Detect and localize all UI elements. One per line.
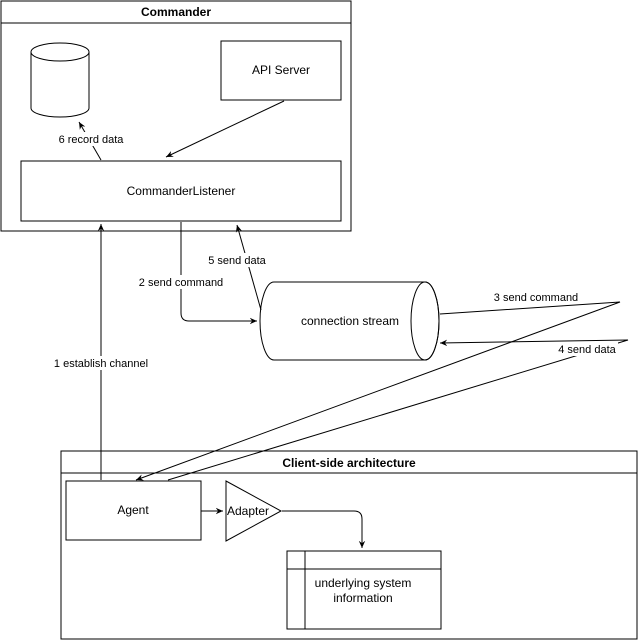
client-container: Client-side architecture xyxy=(60,450,638,640)
adapter-label: Adapter xyxy=(227,504,269,518)
edge-4-label: 4 send data xyxy=(558,344,616,356)
edge-4-send-data: 4 send data xyxy=(167,339,629,481)
edge-1-establish-channel: 1 establish channel xyxy=(50,224,152,480)
commander-container: Commander xyxy=(0,0,352,232)
system-info-line2: information xyxy=(333,591,392,605)
connection-stream-label: connection stream xyxy=(301,314,399,328)
edge-5-label: 5 send data xyxy=(208,255,266,267)
api-server-label: API Server xyxy=(252,63,310,77)
edge-6-record-data: 6 record data xyxy=(55,121,127,161)
edge-6-label: 6 record data xyxy=(59,134,125,146)
system-info-node: underlying system information xyxy=(286,550,442,630)
commander-listener-label: CommanderListener xyxy=(127,184,236,198)
edge-api-to-listener xyxy=(165,100,285,158)
edge-5-send-data: 5 send data xyxy=(206,224,268,311)
edge-adapter-to-system-info xyxy=(282,510,366,548)
commander-listener-node: CommanderListener xyxy=(20,160,342,222)
agent-label: Agent xyxy=(117,503,149,517)
agent-node: Agent xyxy=(65,480,202,541)
edge-2-send-command: 2 send command xyxy=(136,222,257,325)
edge-1-label: 1 establish channel xyxy=(54,358,148,370)
edge-2-label: 2 send command xyxy=(139,277,223,289)
adapter-node: Adapter xyxy=(225,480,283,542)
api-server-node: API Server xyxy=(220,40,342,101)
client-title: Client-side architecture xyxy=(282,456,416,470)
database-icon xyxy=(30,42,90,118)
system-info-line1: underlying system xyxy=(315,576,412,590)
edge-3-send-command: 3 send command xyxy=(135,290,621,481)
edge-3-label: 3 send command xyxy=(494,292,578,304)
commander-title: Commander xyxy=(141,5,211,19)
connection-stream-node: connection stream xyxy=(259,281,440,361)
